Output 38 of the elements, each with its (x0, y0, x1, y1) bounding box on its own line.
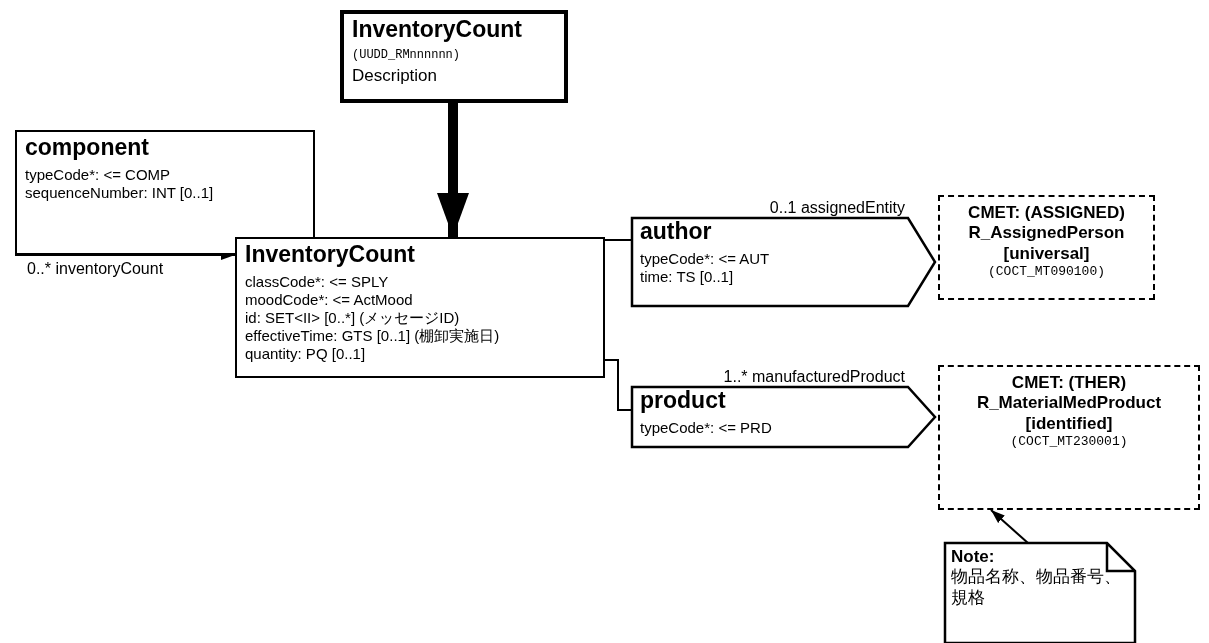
attribute-line: typeCode*: <= AUT (640, 249, 771, 268)
attribute-line: id: SET<II> [0..*] (メッセージID) (245, 308, 461, 327)
class-name: InventoryCount (352, 16, 523, 44)
edge-label: 0..* inventoryCount (25, 259, 166, 279)
cmet-variant: [universal] (1002, 243, 1091, 265)
cmet-box (938, 195, 1155, 300)
arrow (437, 103, 469, 237)
attribute-line: typeCode*: <= PRD (640, 418, 773, 437)
class-box (235, 237, 605, 378)
class-name: R_MaterialMedProduct (975, 393, 1163, 414)
attribute-line: typeCode*: <= COMP (25, 165, 172, 184)
attribute-line: classCode*: <= SPLY (245, 272, 390, 291)
attribute-line: effectiveTime: GTS [0..1] (棚卸実施日) (245, 326, 501, 345)
cmet-label: CMET: (THER) (1010, 373, 1128, 394)
description: Description (352, 66, 439, 87)
model-code: (COCT_MT230001) (1009, 434, 1129, 450)
attribute-line: moodCode*: <= ActMood (245, 290, 414, 309)
class-name: component (25, 134, 150, 162)
association-name: author (640, 218, 713, 246)
association-name: product (640, 387, 727, 415)
association-line (604, 359, 633, 411)
note-title: Note: (951, 547, 996, 568)
role-label: 1..* manufacturedProduct (723, 366, 905, 386)
attribute-line: time: TS [0..1] (640, 267, 735, 286)
cmet-variant: [identified] (1024, 413, 1114, 435)
cmet-label: CMET: (ASSIGNED) (967, 203, 1126, 224)
note-text: 物品名称、物品番号、規格 (951, 567, 1122, 609)
association-line (604, 239, 633, 241)
model-code: (UUDD_RMnnnnnn) (352, 47, 462, 62)
arrow (990, 509, 1029, 544)
role-label: 0..1 assignedEntity (769, 197, 905, 217)
model-code: (COCT_MT090100) (987, 264, 1106, 280)
attribute-line: quantity: PQ [0..1] (245, 344, 367, 363)
class-header-box (340, 10, 568, 103)
attribute-line: sequenceNumber: INT [0..1] (25, 183, 215, 202)
class-name: R_AssignedPerson (967, 223, 1126, 244)
class-name: InventoryCount (245, 241, 416, 269)
cmet-box (938, 365, 1200, 510)
